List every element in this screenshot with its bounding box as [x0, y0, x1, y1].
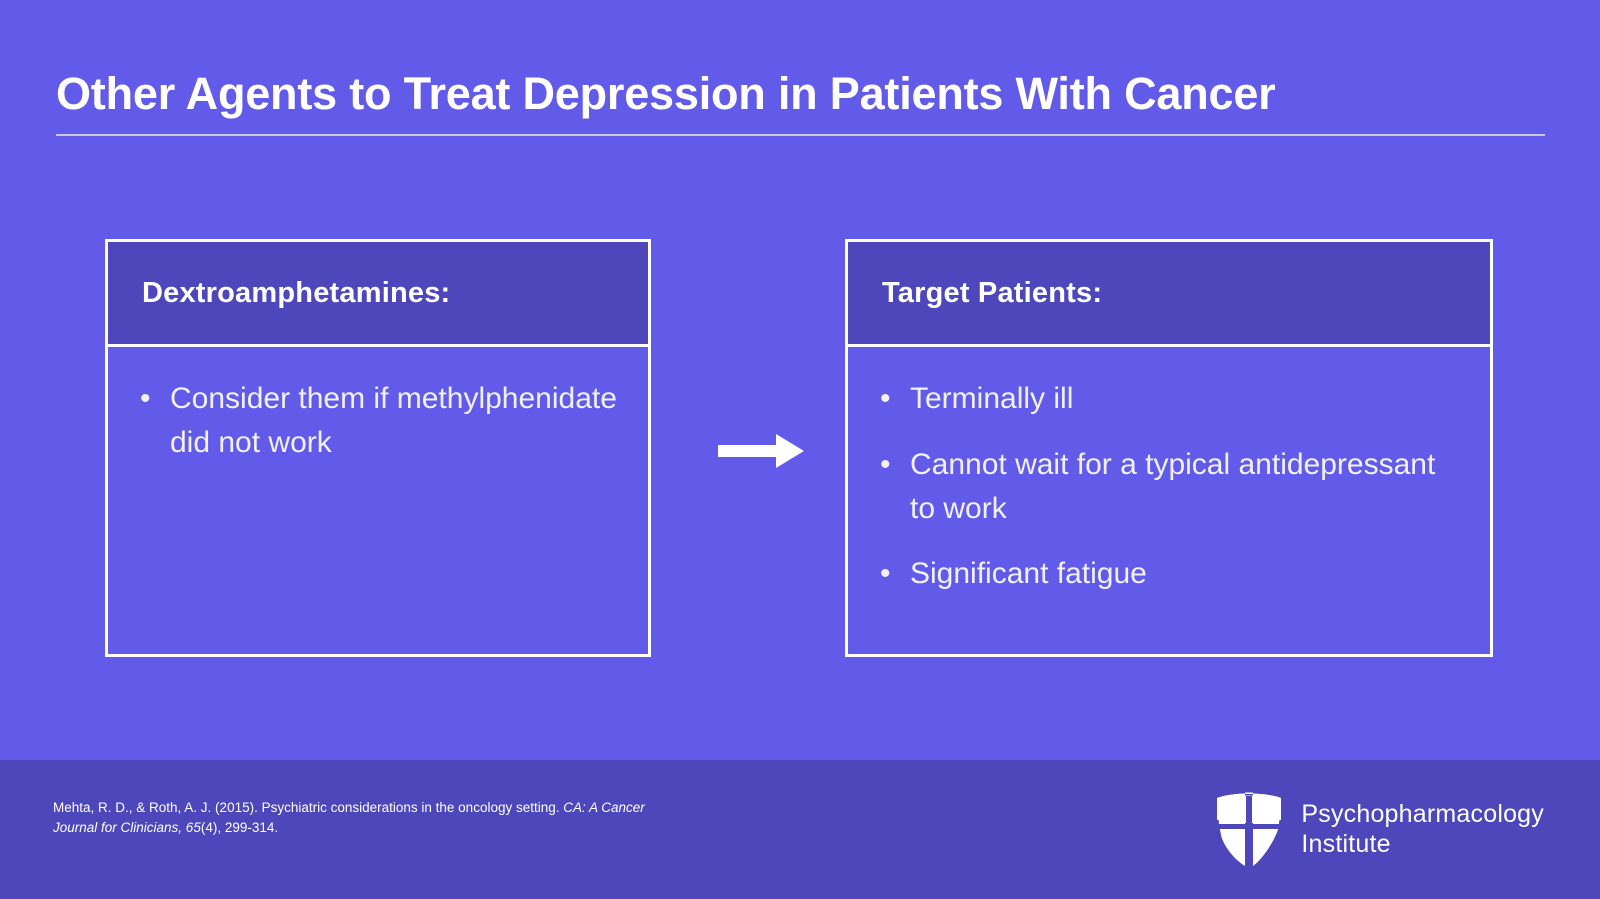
- bullet-icon: •: [880, 447, 891, 481]
- citation-text: Mehta, R. D., & Roth, A. J. (2015). Psyc…: [53, 798, 673, 837]
- brand-line-2: Institute: [1301, 830, 1391, 858]
- list-item: • Terminally ill: [874, 377, 1464, 421]
- bullet-icon: •: [880, 382, 891, 415]
- card-header-left: Dextroamphetamines:: [108, 242, 648, 347]
- card-header-right: Target Patients:: [848, 242, 1490, 347]
- list-item: • Consider them if methylphenidate did n…: [134, 377, 622, 465]
- title-block: Other Agents to Treat Depression in Pati…: [56, 68, 1545, 136]
- card-body-right: • Terminally ill • Cannot wait for a typ…: [848, 347, 1490, 654]
- page-title: Other Agents to Treat Depression in Pati…: [56, 68, 1276, 119]
- right-arrow-icon: [718, 434, 804, 468]
- citation-part1: Mehta, R. D., & Roth, A. J. (2015). Psyc…: [53, 800, 564, 815]
- list-item-text: Consider them if methylphenidate did not…: [170, 382, 617, 459]
- card-dextroamphetamines: Dextroamphetamines: • Consider them if m…: [105, 239, 651, 657]
- bullet-list-right: • Terminally ill • Cannot wait for a typ…: [874, 377, 1464, 596]
- list-item-text: Cannot wait for a typical antidepressant…: [910, 447, 1436, 525]
- bullet-icon: •: [880, 557, 891, 591]
- list-item-text: Significant fatigue: [910, 557, 1147, 591]
- card-target-patients: Target Patients: • Terminally ill • Cann…: [845, 239, 1493, 657]
- brand-logo: Psychopharmacology Institute: [1213, 790, 1544, 868]
- list-item: • Significant fatigue: [874, 552, 1464, 596]
- title-divider: [56, 133, 1545, 136]
- card-heading-right: Target Patients:: [882, 276, 1103, 309]
- citation-part3: (4), 299-314.: [200, 819, 279, 835]
- content-area: Dextroamphetamines: • Consider them if m…: [0, 239, 1600, 659]
- footer-bar: Mehta, R. D., & Roth, A. J. (2015). Psyc…: [0, 760, 1600, 899]
- list-item: • Cannot wait for a typical antidepressa…: [874, 443, 1464, 531]
- brand-line-1: Psychopharmacology: [1301, 800, 1544, 828]
- shield-icon: [1213, 790, 1285, 868]
- citation-journal: CA: A Cancer Journal for Clinicians, 65: [53, 800, 645, 835]
- card-body-left: • Consider them if methylphenidate did n…: [108, 347, 648, 654]
- brand-name: Psychopharmacology Institute: [1301, 799, 1544, 859]
- bullet-list-left: • Consider them if methylphenidate did n…: [134, 377, 622, 465]
- bullet-icon: •: [140, 382, 151, 415]
- list-item-text: Terminally ill: [910, 382, 1074, 415]
- card-heading-left: Dextroamphetamines:: [142, 276, 451, 309]
